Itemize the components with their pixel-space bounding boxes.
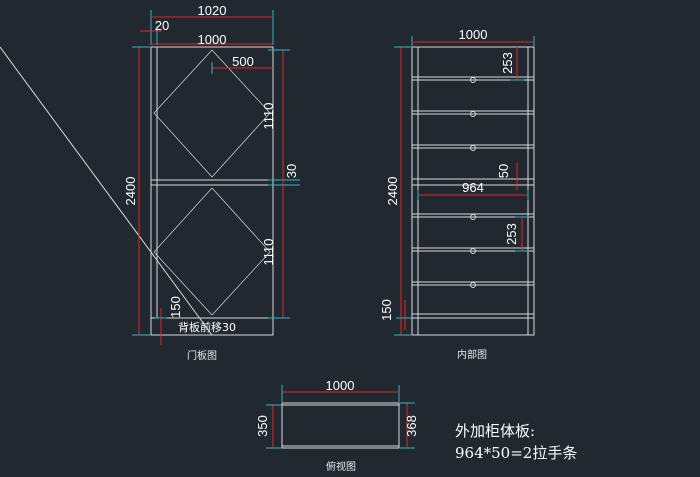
dim-2400-interior-label: 2400	[385, 177, 400, 206]
dim-150-interior-label: 150	[379, 299, 394, 321]
dim-plinth: 150	[155, 296, 183, 345]
dim-depth-inner: 350	[255, 404, 281, 449]
door-outline	[150, 46, 274, 336]
interior-shelves	[412, 76, 534, 319]
dim-1110-lower-label: 1110	[261, 239, 276, 266]
dim-1000-top-label: 1000	[326, 378, 355, 393]
dim-interior-plinth: 150	[379, 299, 412, 330]
door-view-caption: 门板图	[187, 349, 217, 362]
dim-1000-interior-label: 1000	[459, 27, 488, 42]
dim-rail-50: 50	[496, 163, 518, 190]
interior-view-caption: 内部图	[457, 348, 487, 361]
dim-30-label: 30	[284, 164, 299, 178]
drawer-knobs	[470, 77, 476, 288]
dim-2400-door-label: 2400	[123, 177, 138, 206]
dim-368-label: 368	[404, 415, 419, 437]
dim-half-width: 500	[211, 54, 273, 74]
dim-upper-spacing: 253	[500, 47, 524, 81]
dim-side-offset: 20	[140, 18, 169, 45]
dim-150-door-label: 150	[168, 296, 183, 318]
top-view-caption: 俯视图	[326, 460, 356, 473]
door-glass-pattern	[153, 49, 271, 316]
dim-350-label: 350	[255, 415, 270, 437]
top-view: 1000 350 368 俯视图	[255, 378, 419, 473]
dim-1000-door-label: 1000	[198, 32, 227, 47]
dim-1110-upper-label: 1110	[261, 103, 276, 130]
dim-interior-total-height: 2400	[385, 46, 411, 336]
dim-panel-width: 1000	[151, 32, 273, 47]
interior-outline	[411, 46, 535, 336]
dim-253-upper-label: 253	[500, 52, 515, 74]
dim-overall-width: 1020	[150, 3, 274, 45]
door-center-split	[0, 46, 213, 336]
note-line-1: 外加柜体板:	[455, 422, 535, 440]
dim-total-height: 2400	[123, 46, 150, 336]
back-panel-note: 背板前移30	[178, 320, 236, 334]
dim-lower-spacing: 253	[504, 216, 529, 252]
dim-50-label: 50	[496, 164, 511, 178]
dim-top-width: 1000	[281, 378, 400, 402]
dim-500-label: 500	[232, 54, 254, 69]
dim-inner-width: 964	[417, 180, 529, 200]
dim-1020-label: 1020	[198, 3, 227, 18]
dim-253-lower-label: 253	[504, 223, 519, 245]
dim-interior-width: 1000	[411, 27, 535, 46]
dim-964-label: 964	[462, 180, 484, 195]
dim-lower-height: 1110	[261, 185, 290, 319]
dim-depth-outer: 368	[400, 402, 419, 449]
dim-20-label: 20	[155, 18, 169, 33]
note-line-2: 964*50=2拉手条	[455, 444, 577, 462]
dim-upper-height: 1110	[261, 49, 300, 181]
door-panel-view: 1020 20 1000 500 1110 30	[0, 3, 300, 362]
top-view-outline	[281, 402, 400, 449]
interior-view: 1000 253 50 964 253 2400	[379, 27, 535, 361]
